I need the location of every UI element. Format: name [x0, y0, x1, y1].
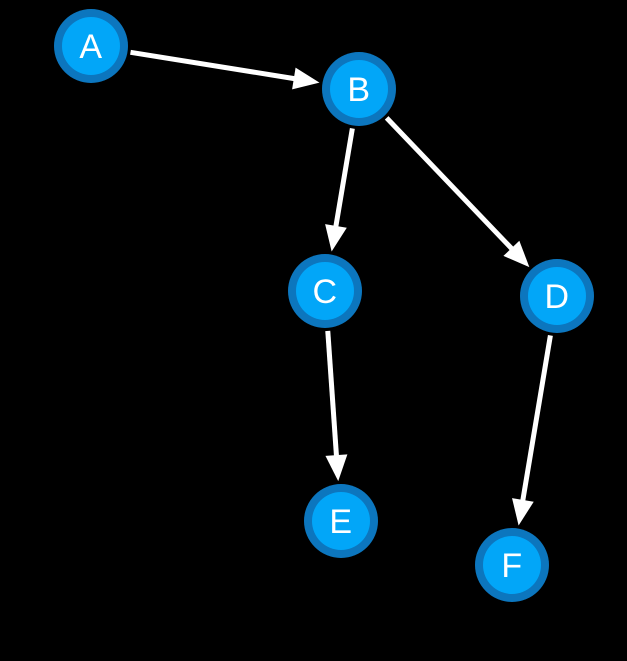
node-core — [296, 262, 354, 320]
graph-node-e[interactable]: E — [304, 484, 378, 558]
graph-edge-a-b — [130, 49, 320, 90]
edge-line — [333, 128, 355, 229]
graph-node-a[interactable]: A — [54, 9, 128, 83]
graph-edge-c-e — [325, 330, 348, 482]
node-label: F — [501, 547, 522, 585]
graph-node-f[interactable]: F — [475, 528, 549, 602]
node-core — [528, 267, 586, 325]
node-core — [312, 492, 370, 550]
edge-line — [325, 330, 340, 458]
edge-arrowhead-icon — [503, 240, 530, 268]
edge-arrowhead-icon — [292, 67, 320, 90]
graph-node-b[interactable]: B — [322, 52, 396, 126]
edge-layer — [130, 49, 553, 526]
edge-line — [520, 335, 553, 503]
graph-node-c[interactable]: C — [288, 254, 362, 328]
graph-edge-b-c — [325, 128, 355, 252]
node-label: E — [329, 503, 352, 541]
edge-line — [130, 49, 297, 82]
node-core — [62, 17, 120, 75]
node-core — [483, 536, 541, 594]
graph-node-d[interactable]: D — [520, 259, 594, 333]
node-layer: A B C D E F — [54, 9, 594, 602]
node-label: B — [347, 71, 370, 109]
edge-arrowhead-icon — [325, 224, 347, 252]
node-label: A — [79, 28, 102, 66]
edge-line — [384, 116, 515, 252]
node-label: C — [312, 273, 337, 311]
graph-edge-d-f — [512, 335, 553, 526]
graph-edge-b-d — [384, 116, 530, 268]
edge-arrowhead-icon — [325, 454, 348, 482]
edge-arrowhead-icon — [512, 498, 534, 526]
node-core — [330, 60, 388, 118]
node-label: D — [544, 278, 569, 316]
